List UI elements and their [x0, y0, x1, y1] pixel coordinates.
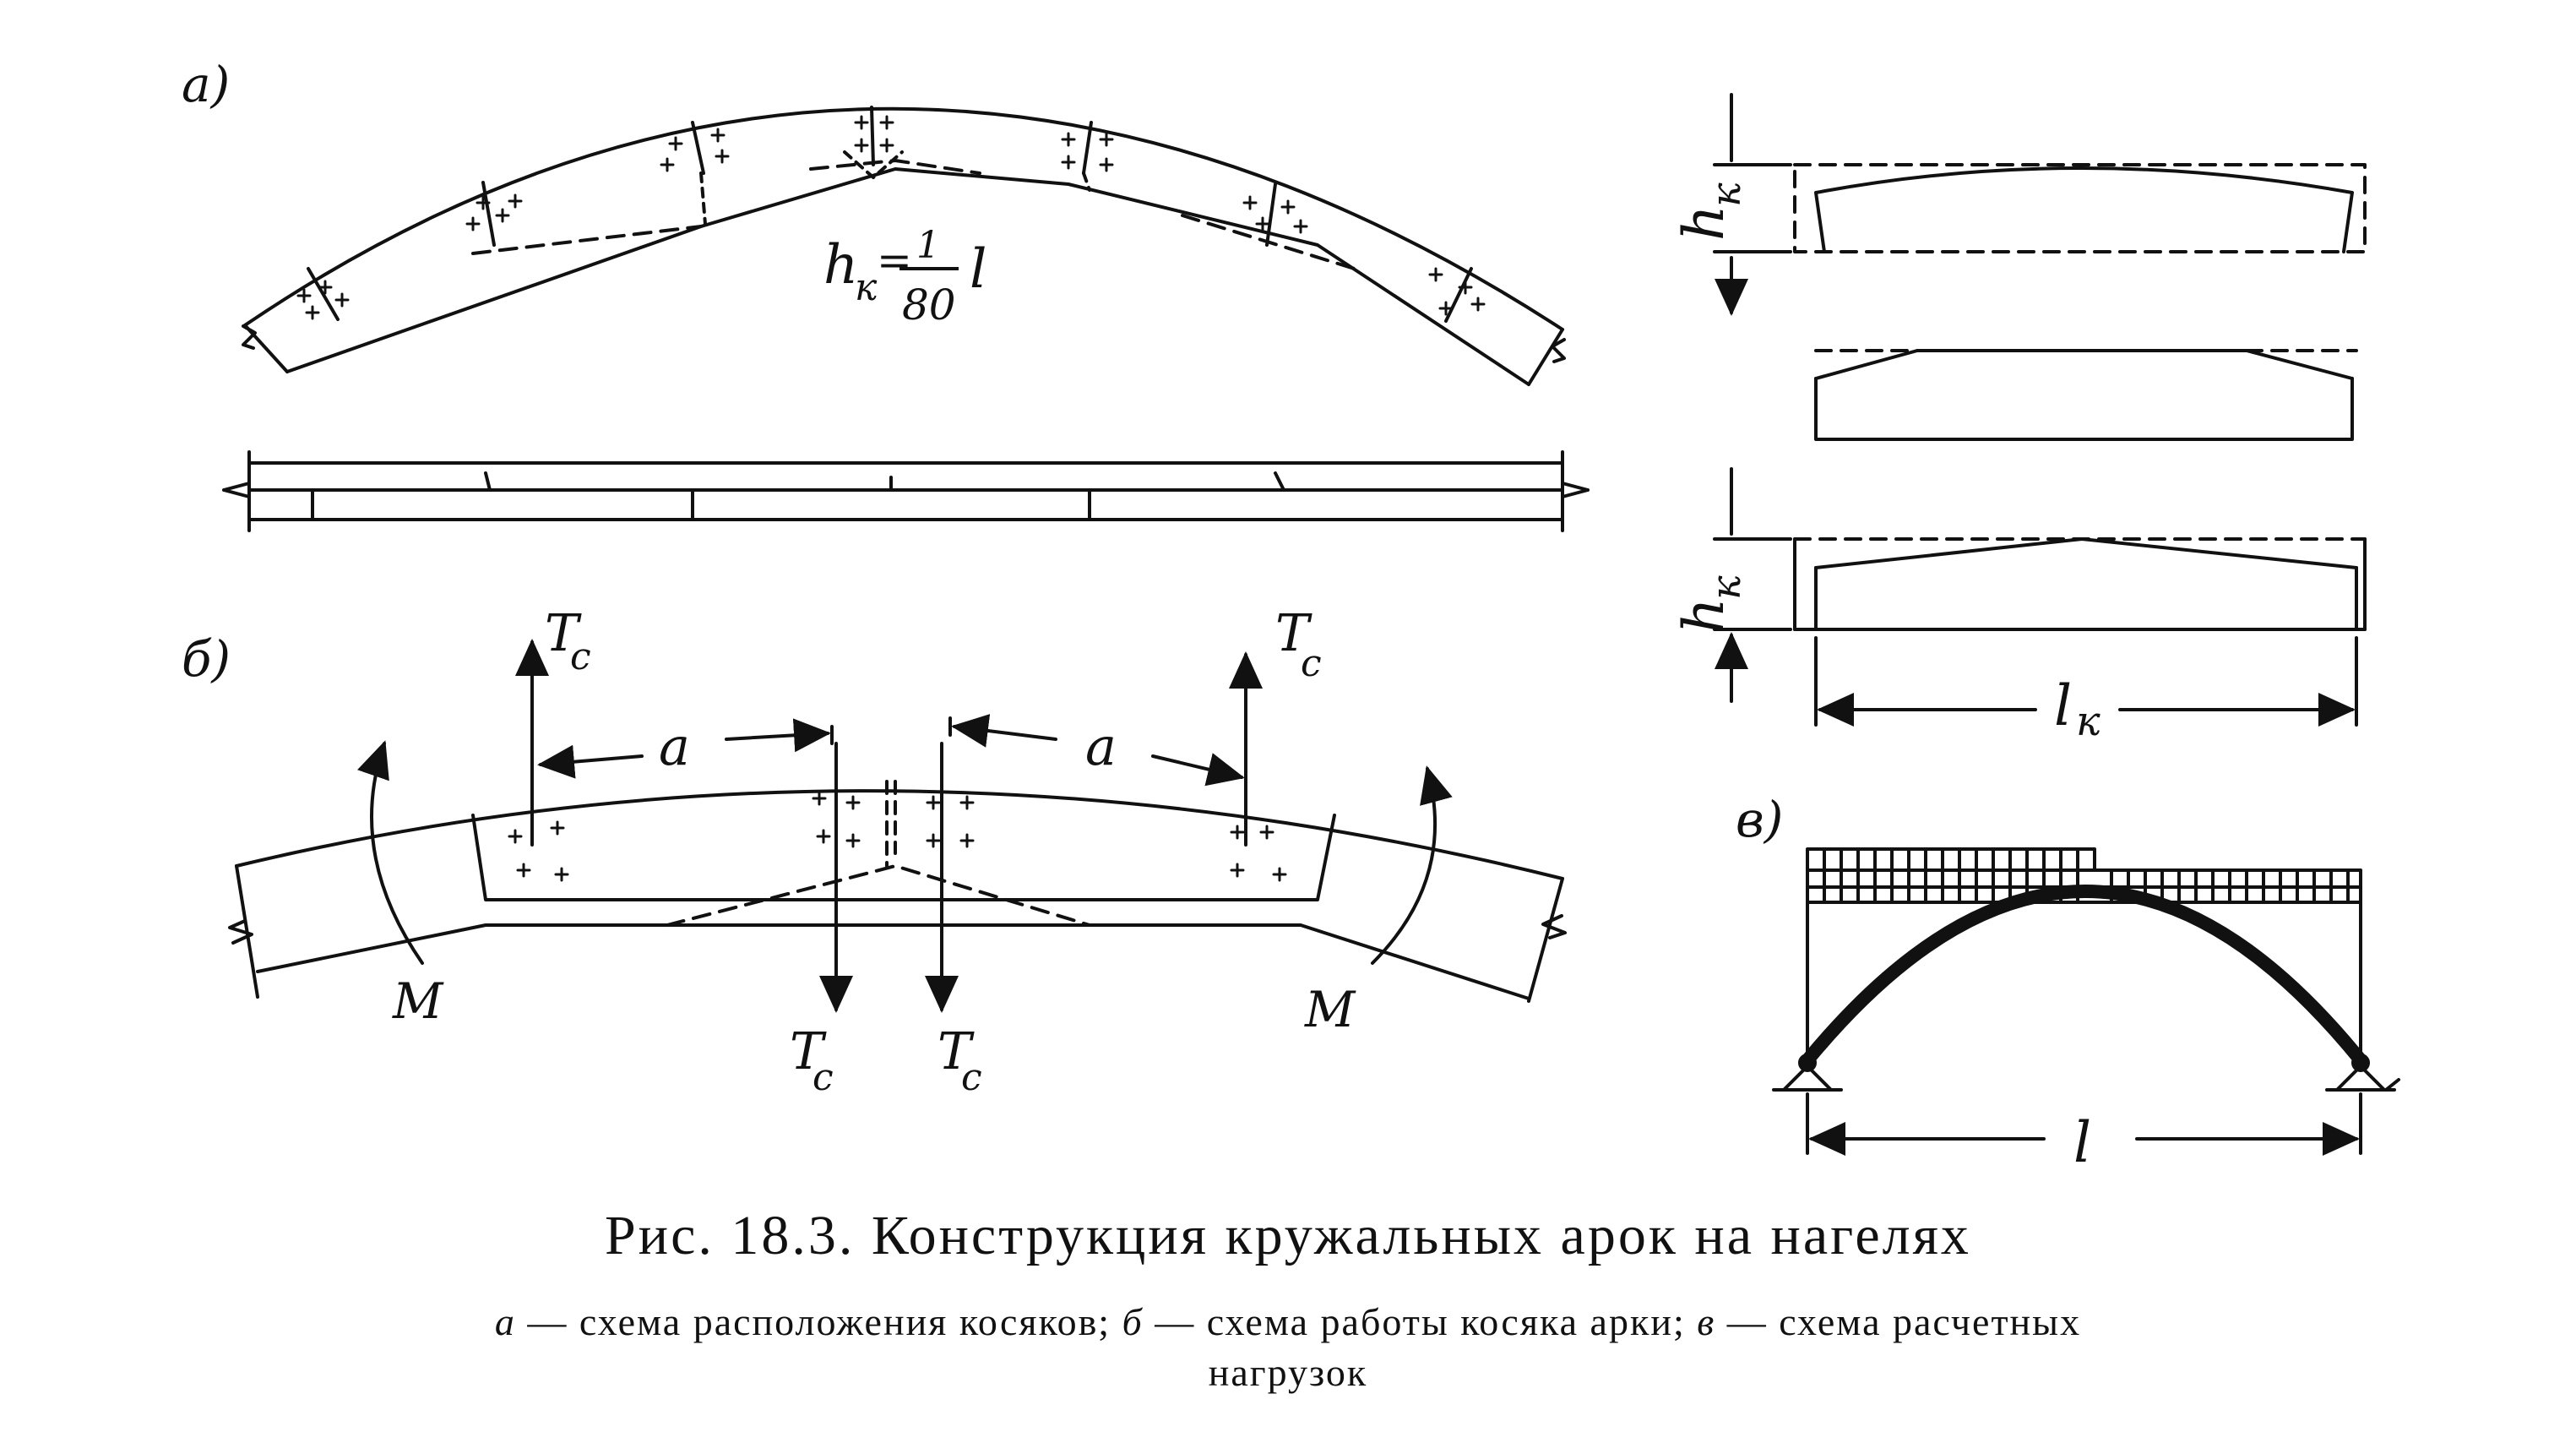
- panel-b-forces: [357, 639, 1453, 1013]
- dim-hk-bottom: h к: [1671, 575, 1750, 634]
- legend-key-v: в: [1697, 1300, 1716, 1343]
- svg-text:c: c: [570, 635, 591, 678]
- dim-l: l: [2073, 1110, 2091, 1175]
- moment-right: M: [1304, 981, 1356, 1038]
- formula-hk: h к = 1 80 l: [823, 224, 986, 329]
- panel-a-arch: [242, 106, 1566, 386]
- dist-a-left: a: [659, 716, 690, 777]
- panel-b-nails: [508, 791, 1287, 882]
- legend-text-a: — схема расположения косяков;: [515, 1300, 1111, 1343]
- joint-profile-3: [1715, 467, 2367, 727]
- legend-text-cont: нагрузок: [1208, 1351, 1368, 1394]
- svg-text:к: к: [855, 266, 878, 309]
- figure-caption-legend: а — схема расположения косяков; б — схем…: [0, 1297, 2576, 1398]
- svg-text:к: к: [1703, 575, 1750, 600]
- legend-key-b: б: [1122, 1300, 1144, 1343]
- panel-b-beam: [228, 780, 1567, 1003]
- moment-left: M: [392, 972, 444, 1030]
- svg-text:T: T: [790, 1022, 827, 1081]
- label-panel-a: а): [182, 56, 230, 113]
- legend-text-b: — схема работы косяка арки;: [1143, 1300, 1686, 1343]
- legend-text-v: — схема расчетных: [1715, 1300, 2082, 1343]
- force-tc-right-up: T c: [1275, 604, 1322, 685]
- svg-text:c: c: [1301, 642, 1322, 685]
- svg-text:1: 1: [916, 224, 940, 267]
- panel-v-load-scheme: [1772, 847, 2400, 1156]
- panel-a-strip: [222, 450, 1590, 532]
- figure-caption-title: Рис. 18.3. Конструкция кружальных арок н…: [605, 1205, 1971, 1266]
- svg-text:=: =: [877, 236, 912, 285]
- label-panel-b: б): [182, 630, 231, 688]
- joint-profile-1: [1715, 93, 2367, 313]
- svg-text:h: h: [823, 234, 858, 297]
- dist-a-right: a: [1085, 716, 1117, 777]
- label-panel-v: в): [1736, 791, 1783, 848]
- svg-text:T: T: [1275, 604, 1312, 663]
- legend-key-a: а: [494, 1300, 516, 1343]
- force-tc-center-left: T c: [790, 1022, 834, 1099]
- force-tc-center-right: T c: [937, 1022, 982, 1099]
- dim-hk-top: h к: [1671, 182, 1750, 241]
- svg-text:l: l: [970, 238, 986, 301]
- svg-text:T: T: [937, 1022, 975, 1081]
- svg-text:h: h: [1671, 597, 1736, 634]
- svg-text:к: к: [2076, 698, 2100, 745]
- dim-lk: l к: [2054, 673, 2100, 745]
- panel-a-nails: [296, 115, 1486, 320]
- svg-text:T: T: [545, 604, 582, 663]
- svg-text:80: 80: [902, 280, 956, 329]
- svg-text:c: c: [812, 1056, 834, 1099]
- joint-profile-2: [1814, 349, 2358, 441]
- svg-text:l: l: [2054, 673, 2072, 738]
- svg-text:c: c: [961, 1056, 982, 1099]
- force-tc-left-up: T c: [545, 604, 591, 678]
- svg-text:к: к: [1703, 182, 1750, 207]
- svg-text:h: h: [1671, 204, 1736, 241]
